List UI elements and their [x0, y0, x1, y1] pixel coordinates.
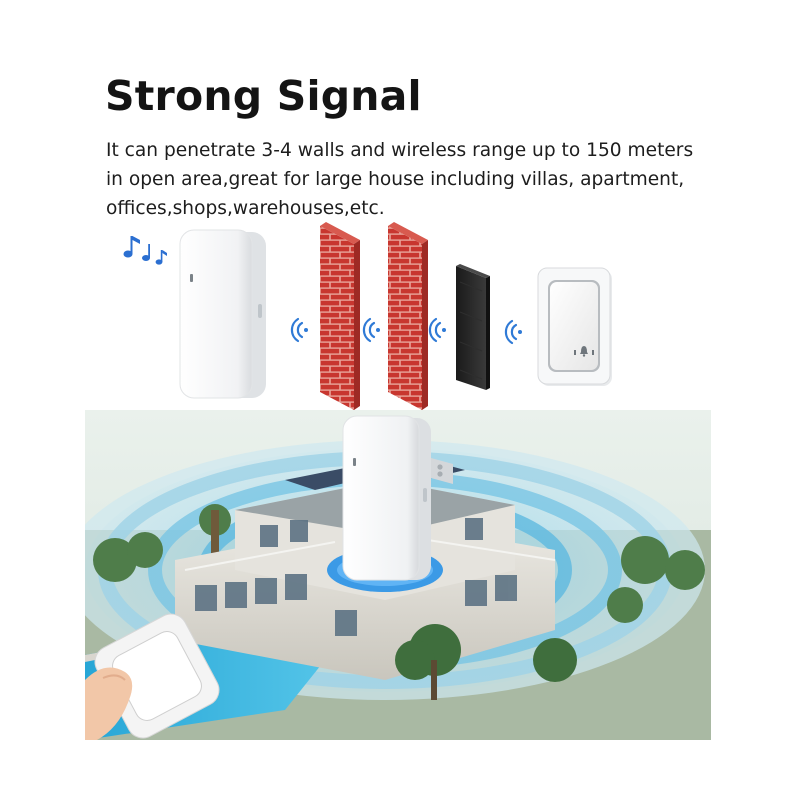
indoor-receiver — [342, 415, 453, 581]
wifi-signal-icon — [504, 319, 522, 345]
indoor-receiver — [179, 229, 266, 399]
feature-description: It can penetrate 3-4 walls and wireless … — [106, 136, 726, 223]
description-line-3: offices,shops,warehouses,etc. — [106, 198, 385, 219]
brick-wall — [388, 222, 428, 410]
description-line-2: in open area,great for large house inclu… — [106, 169, 685, 190]
signal-penetration-illustration — [123, 222, 612, 410]
hand-pressing-button — [85, 613, 220, 740]
music-notes-icon — [123, 236, 167, 265]
doorbell-button — [537, 267, 612, 386]
brick-wall — [320, 222, 360, 410]
metal-door — [456, 264, 490, 390]
wifi-signal-icon — [428, 317, 446, 343]
description-line-1: It can penetrate 3-4 walls and wireless … — [106, 140, 694, 161]
wifi-signal-icon — [290, 317, 308, 343]
bell-icon — [574, 346, 594, 357]
page-title: Strong Signal — [105, 72, 422, 120]
wifi-signal-icon — [362, 317, 380, 343]
house-coverage-illustration — [85, 410, 711, 740]
